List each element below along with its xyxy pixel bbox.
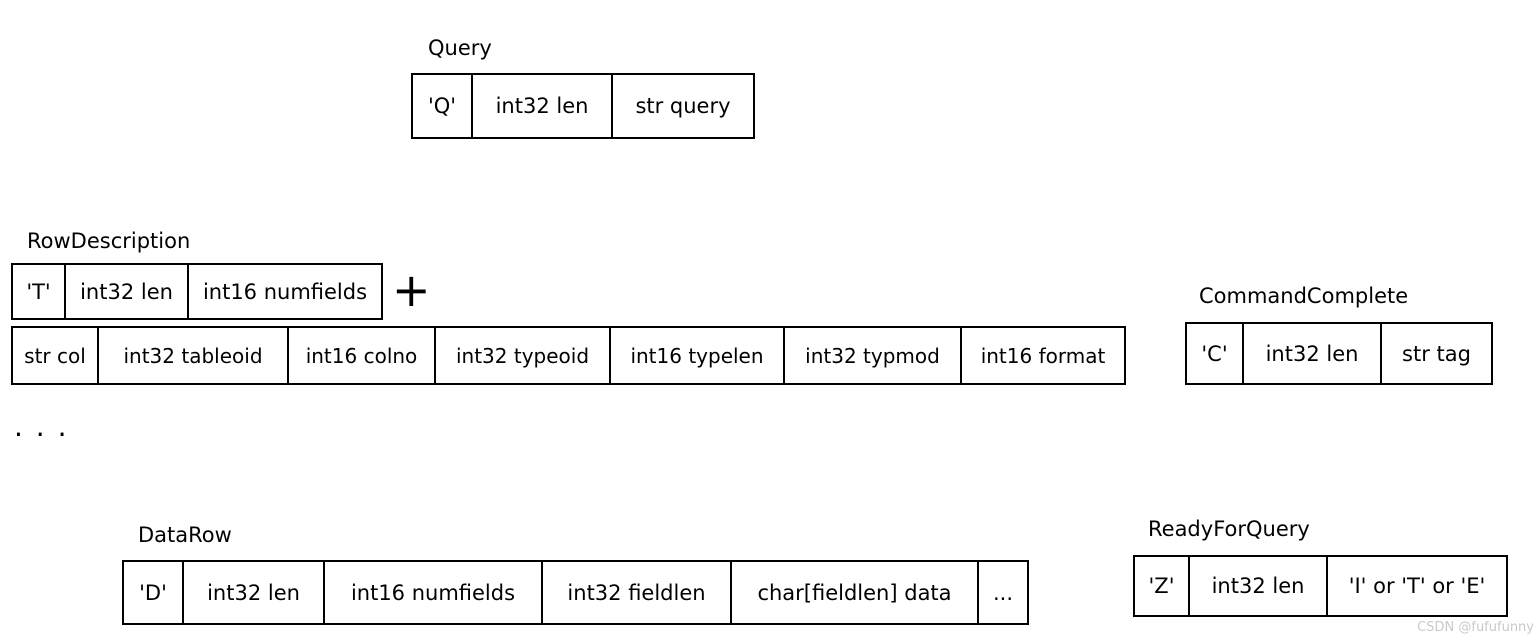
ready-for-query-box: 'Z' int32 len 'I' or 'T' or 'E'	[1133, 555, 1508, 617]
row-description-fields-box: str col int32 tableoid int16 colno int32…	[11, 326, 1126, 385]
command-complete-cell-type: 'C'	[1201, 341, 1228, 366]
query-cell-len: int32 len	[471, 75, 611, 137]
data-row-cell-type: 'D'	[139, 580, 167, 605]
row-description-cell-type: 'T'	[26, 279, 51, 304]
query-title: Query	[428, 36, 492, 60]
field-cell-typeoid: int32 typeoid	[434, 328, 609, 383]
field-cell-col: str col	[24, 343, 86, 368]
row-description-header-box: 'T' int32 len int16 numfields	[11, 263, 383, 320]
ready-for-query-cell-type: 'Z'	[1148, 574, 1175, 598]
command-complete-box: 'C' int32 len str tag	[1185, 322, 1493, 385]
plus-icon: +	[392, 263, 431, 317]
data-row-box: 'D' int32 len int16 numfields int32 fiel…	[122, 560, 1029, 625]
data-row-cell-len: int32 len	[182, 562, 323, 623]
data-row-title: DataRow	[138, 523, 232, 547]
query-cell-payload: str query	[611, 75, 753, 137]
query-cell-type: 'Q'	[427, 94, 457, 118]
command-complete-title: CommandComplete	[1199, 284, 1409, 308]
ready-for-query-cell-len: int32 len	[1188, 557, 1326, 615]
field-cell-typmod: int32 typmod	[783, 328, 960, 383]
command-complete-cell-len: int32 len	[1242, 324, 1380, 383]
repetition-dots: . . .	[14, 410, 69, 443]
data-row-cell-ellipsis: ...	[977, 562, 1027, 623]
query-message-box: 'Q' int32 len str query	[411, 73, 755, 139]
ready-for-query-title: ReadyForQuery	[1148, 517, 1310, 541]
watermark: CSDN @fufufunny	[1417, 620, 1534, 635]
field-cell-typelen: int16 typelen	[609, 328, 783, 383]
ready-for-query-cell-status: 'I' or 'T' or 'E'	[1326, 557, 1506, 615]
row-description-title: RowDescription	[27, 229, 191, 253]
command-complete-cell-tag: str tag	[1380, 324, 1491, 383]
data-row-cell-data: char[fieldlen] data	[730, 562, 977, 623]
field-cell-colno: int16 colno	[287, 328, 434, 383]
field-cell-tableoid: int32 tableoid	[97, 328, 287, 383]
row-description-cell-numfields: int16 numfields	[187, 265, 381, 318]
row-description-cell-len: int32 len	[64, 265, 187, 318]
field-cell-format: int16 format	[960, 328, 1124, 383]
data-row-cell-fieldlen: int32 fieldlen	[541, 562, 730, 623]
data-row-cell-numfields: int16 numfields	[323, 562, 541, 623]
